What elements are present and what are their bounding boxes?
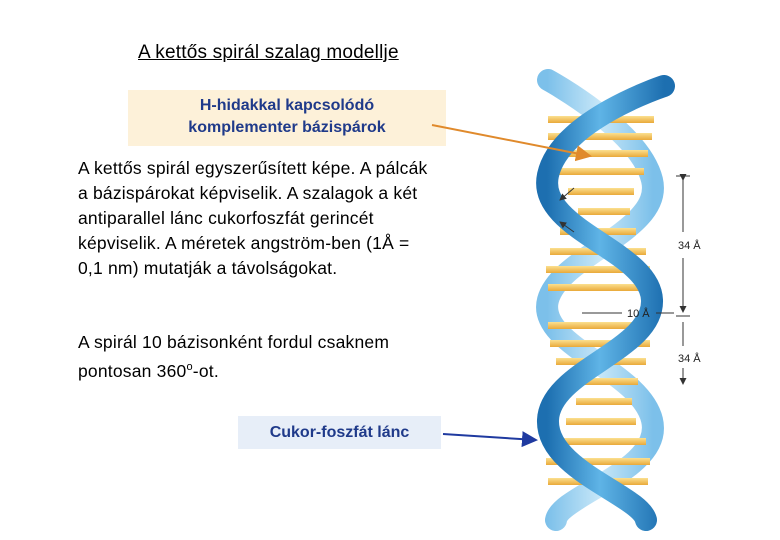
base-pair-rod — [566, 418, 636, 425]
description-line: képviselik. A méretek angström-ben (1Å = — [78, 233, 410, 253]
base-pair-rod — [576, 398, 632, 405]
base-pair-rod — [578, 208, 630, 215]
rotation-note-line: pontosan 360o-ot. — [78, 355, 498, 384]
base-pair-callout-line1: H-hidakkal kapcsolódó — [199, 97, 375, 114]
description-line: A kettős spirál egyszerűsített képe. A p… — [78, 158, 428, 178]
base-pair-rod — [548, 284, 650, 291]
rotation-value: pontosan 360 — [78, 360, 187, 381]
rotation-note: A spirál 10 bázisonként fordul csaknem p… — [78, 330, 498, 384]
base-pair-rod — [566, 378, 638, 385]
page-title: A kettős spirál szalag modellje — [138, 42, 399, 63]
front-strand — [536, 75, 675, 531]
base-pair-rod — [556, 168, 644, 175]
base-pair-callout-line2: komplementer bázispárok — [188, 119, 386, 136]
rotation-note-line: A spirál 10 bázisonként fordul csaknem — [78, 332, 390, 352]
base-pair-arrow — [431, 124, 592, 162]
degree-mark: o — [186, 361, 193, 373]
description-line: a bázispárokat képviselik. A szalagok a … — [78, 183, 418, 203]
base-pair-rod — [548, 133, 652, 140]
strand-direction-arrow — [559, 221, 575, 233]
pitch-bottom-label: 34 Å — [678, 352, 701, 365]
base-pair-callout: H-hidakkal kapcsolódó komplementer bázis… — [128, 90, 446, 146]
base-pair-rod — [548, 322, 652, 329]
pitch-top-label: 34 Å — [678, 239, 701, 252]
helix-description: A kettős spirál egyszerűsített képe. A p… — [78, 156, 498, 281]
base-pairs — [546, 116, 654, 485]
base-pair-rod — [552, 438, 646, 445]
base-pair-rod — [550, 340, 650, 347]
base-pair-rod — [568, 188, 634, 195]
base-pair-rod — [546, 266, 650, 273]
strand-direction-arrow — [559, 187, 575, 201]
width-label: 10 Å — [627, 307, 650, 320]
description-line: 0,1 nm) mutatják a távolságokat. — [78, 258, 338, 278]
sugar-phosphate-arrow — [442, 431, 538, 448]
sugar-phosphate-callout: Cukor-foszfát lánc — [238, 416, 441, 449]
rotation-suffix: -ot. — [192, 360, 219, 381]
base-pair-rod — [550, 150, 648, 157]
base-pair-rod — [546, 458, 650, 465]
description-line: antiparallel lánc cukorfoszfát gerincét — [78, 208, 374, 228]
